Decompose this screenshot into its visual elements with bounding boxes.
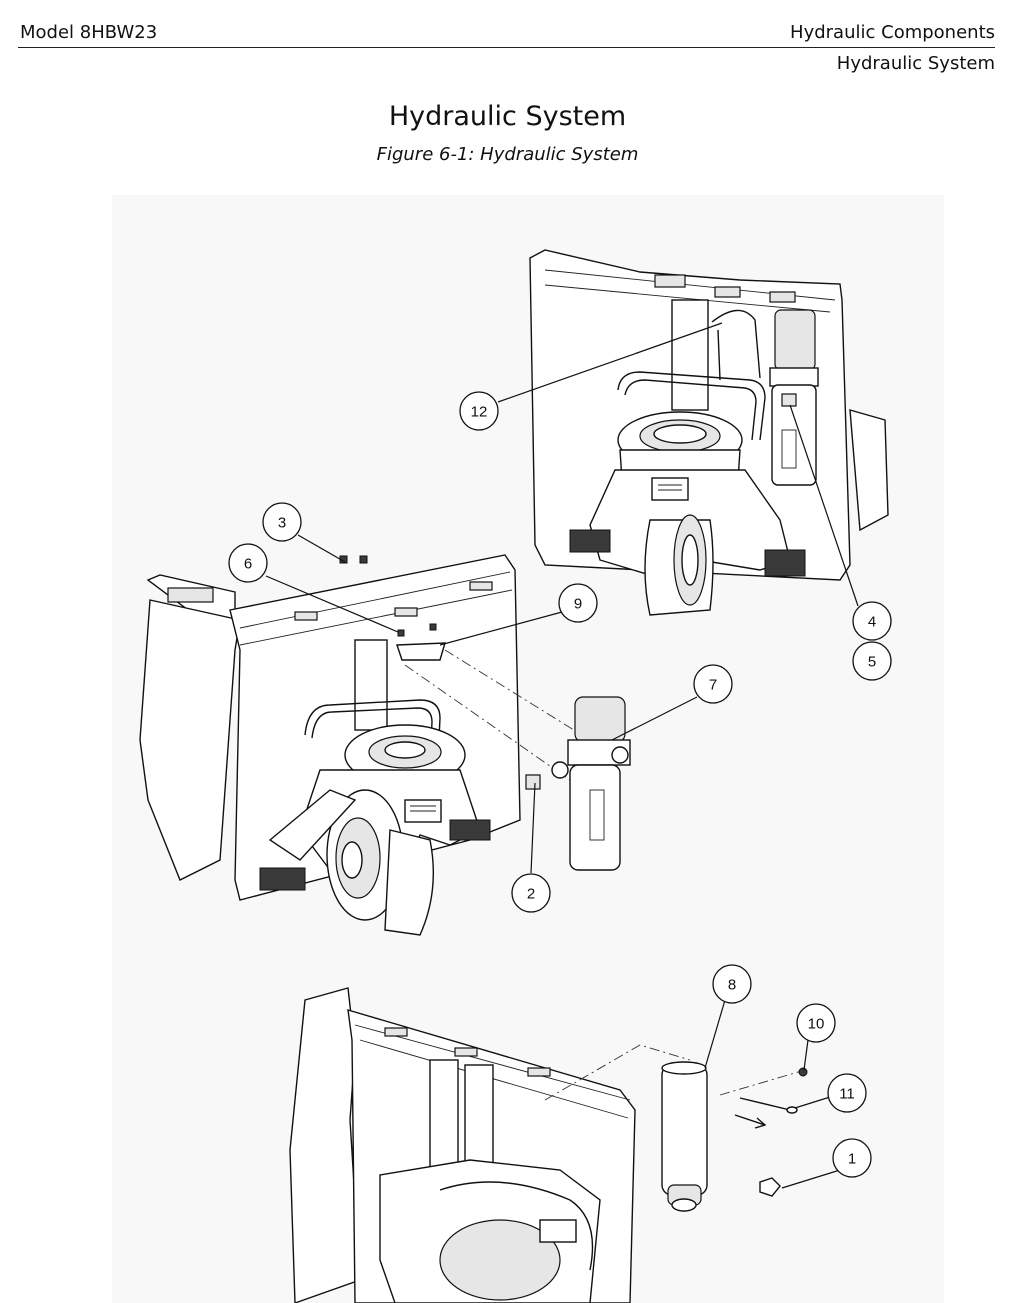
callout-10: 10	[796, 1003, 836, 1043]
callout-label: 12	[471, 404, 488, 421]
filter-cartridge	[661, 1061, 708, 1212]
callout-2: 2	[511, 873, 551, 913]
callout-4: 4	[852, 601, 892, 641]
callout-5: 5	[852, 641, 892, 681]
callout-label: 4	[868, 614, 876, 631]
figure-caption: Figure 6-1: Hydraulic System	[376, 144, 639, 165]
callout-8: 8	[712, 964, 752, 1004]
header-divider	[18, 47, 995, 48]
callout-label: 9	[574, 596, 582, 613]
small-fittings	[734, 1067, 808, 1197]
hardware-parts	[339, 555, 591, 781]
callout-1: 1	[832, 1138, 872, 1178]
callout-label: 11	[839, 1086, 855, 1103]
hydraulic-pump-unit	[525, 696, 631, 871]
header-model: Model 8HBW23	[20, 22, 158, 43]
leader-lines	[265, 322, 859, 1189]
page-title: Hydraulic System	[388, 101, 627, 132]
callout-label: 3	[278, 515, 286, 532]
lower-assembly-drawing	[289, 987, 806, 1303]
header-subsection: Hydraulic System	[836, 53, 995, 74]
upper-assembly-drawing	[529, 249, 889, 616]
callout-11: 11	[827, 1073, 867, 1113]
header-section: Hydraulic Components	[790, 22, 995, 43]
callout-6: 6	[228, 543, 268, 583]
callout-label: 7	[709, 677, 717, 694]
callout-label: 10	[808, 1016, 825, 1033]
callout-3: 3	[262, 502, 302, 542]
callout-label: 6	[244, 556, 252, 573]
callout-9: 9	[558, 583, 598, 623]
middle-assembly-drawing	[139, 554, 521, 936]
callout-label: 1	[848, 1151, 856, 1168]
callout-label: 2	[527, 886, 535, 903]
callout-label: 5	[868, 654, 876, 671]
callout-7: 7	[693, 664, 733, 704]
callout-label: 8	[728, 977, 736, 994]
callout-12: 12	[459, 391, 499, 431]
